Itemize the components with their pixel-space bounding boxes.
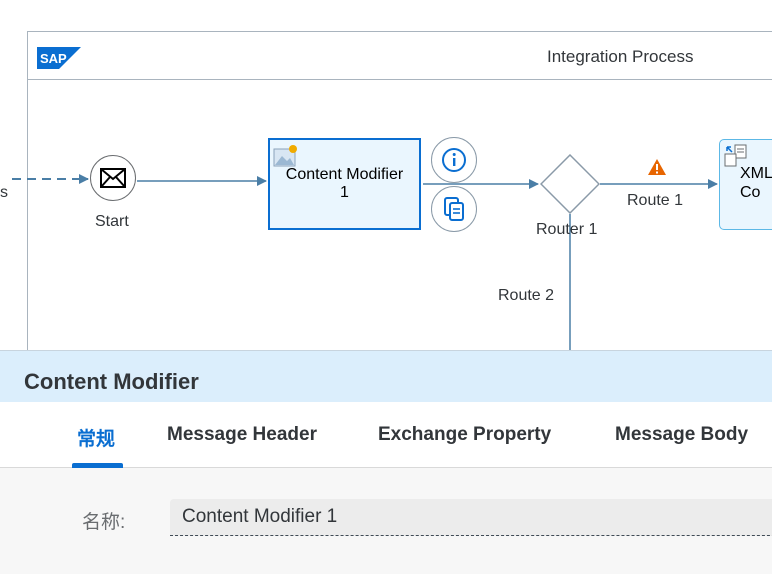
content-modifier-label: Content Modifier 1 — [285, 166, 404, 201]
start-label: Start — [95, 213, 129, 230]
route-1-label[interactable]: Route 1 — [627, 192, 684, 209]
info-icon — [442, 148, 466, 172]
pool-title: Integration Process — [547, 47, 694, 66]
route-2-label[interactable]: Route 2 — [498, 287, 555, 304]
xml-converter-label: XML Co — [740, 165, 772, 201]
pool-header: SAP Integration Process — [28, 32, 772, 80]
tab-message-header[interactable]: Message Header — [167, 424, 317, 445]
process-canvas[interactable]: SAP Integration Process s — [0, 0, 772, 350]
tab-general[interactable]: 常规 — [77, 429, 116, 450]
sap-logo: SAP — [37, 47, 81, 69]
router-label: Router 1 — [536, 221, 598, 238]
xml-converter-icon — [724, 144, 747, 167]
general-form: 名称: — [0, 468, 772, 574]
properties-tabbar: 常规 Message Header Exchange Property Mess… — [0, 402, 772, 468]
copy-button[interactable] — [431, 186, 477, 232]
sap-logo-text: SAP — [40, 51, 67, 66]
properties-panel-header: Content Modifier — [0, 350, 772, 402]
active-tab-indicator — [72, 463, 123, 468]
panel-title: Content Modifier — [24, 369, 199, 394]
tab-exchange-property[interactable]: Exchange Property — [378, 424, 552, 445]
start-event[interactable] — [90, 155, 136, 201]
partial-left-label: s — [0, 184, 8, 201]
content-modifier-step[interactable]: Content Modifier 1 — [268, 138, 421, 230]
tab-message-body[interactable]: Message Body — [615, 424, 749, 445]
name-input[interactable] — [170, 499, 772, 536]
router-gateway[interactable] — [540, 154, 600, 214]
xml-converter-step[interactable]: XML Co — [719, 139, 772, 230]
content-modifier-icon — [273, 145, 297, 167]
sequence-flows — [12, 159, 718, 350]
warning-icon[interactable] — [648, 159, 666, 175]
info-button[interactable] — [431, 137, 477, 183]
envelope-icon — [100, 168, 126, 188]
name-label: 名称: — [82, 512, 126, 533]
copy-icon — [444, 197, 464, 221]
